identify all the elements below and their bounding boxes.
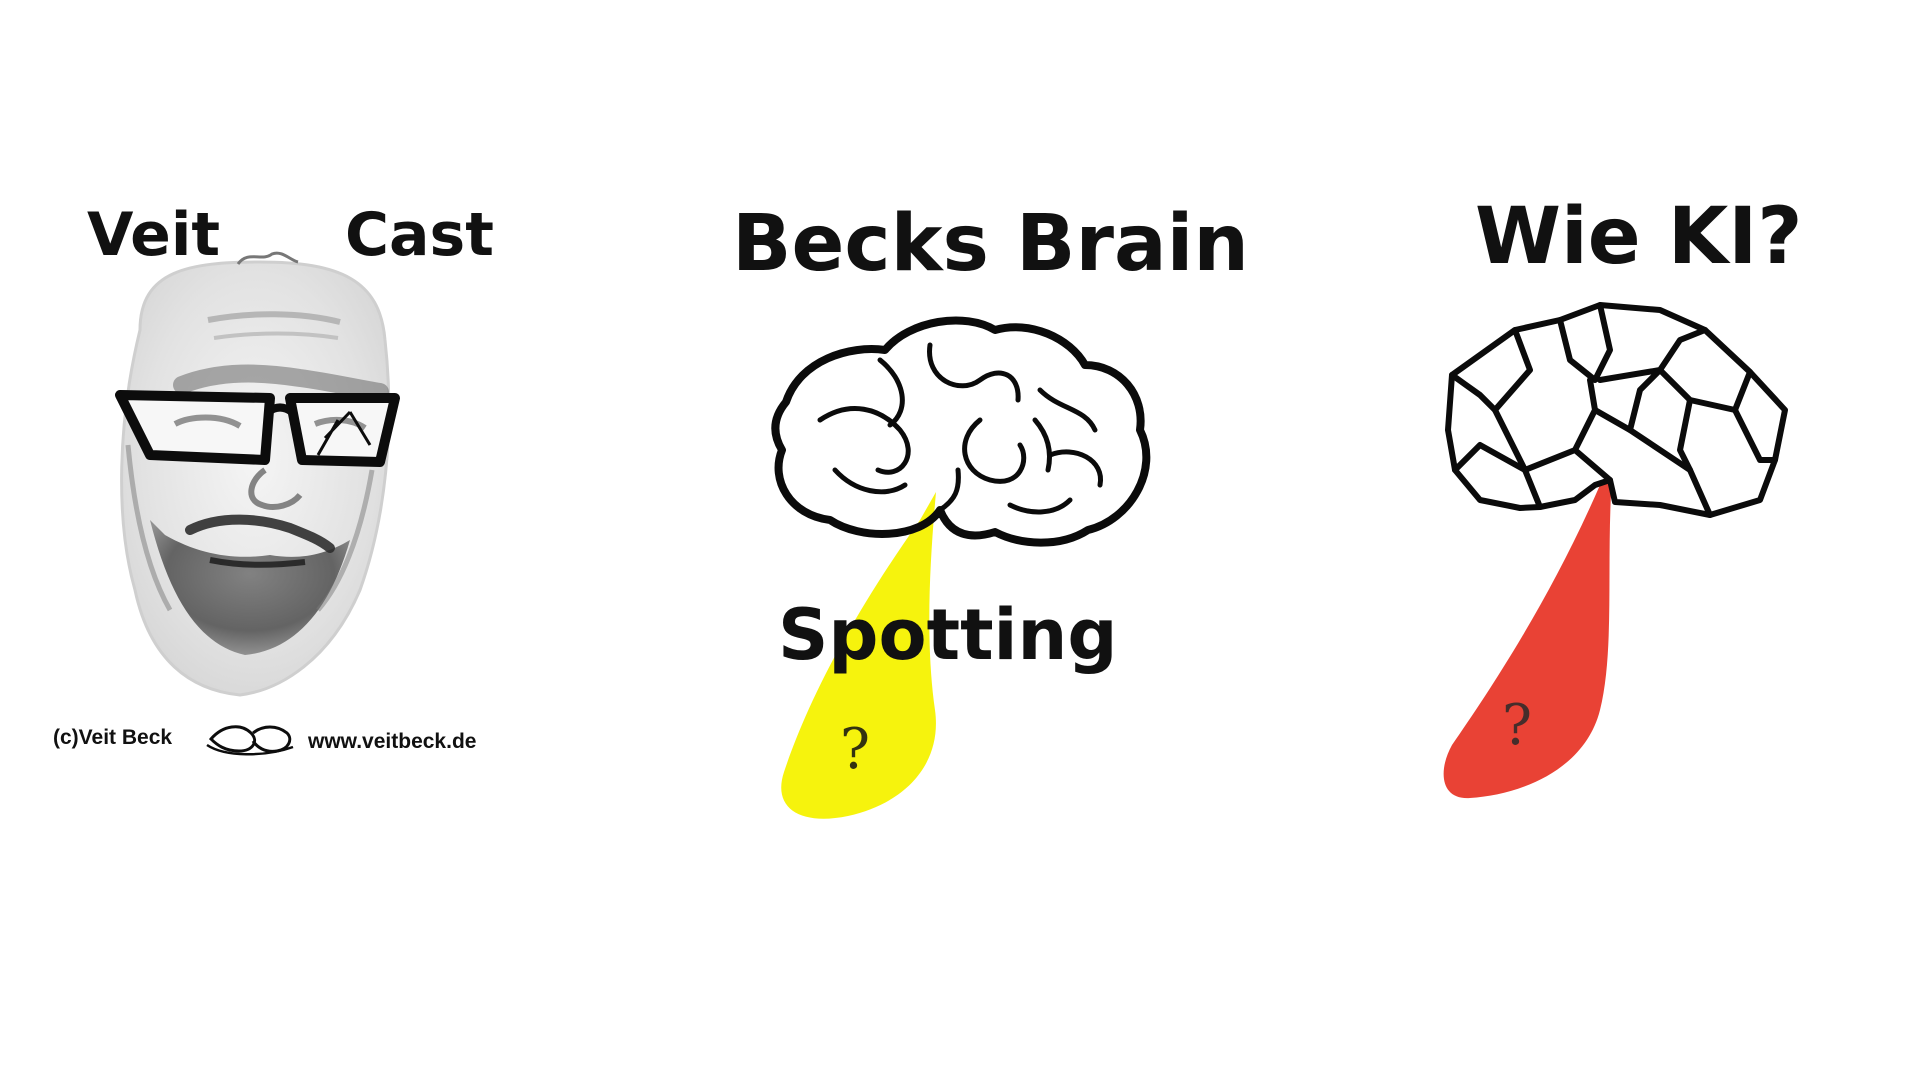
portrait-sketch bbox=[115, 251, 400, 697]
cast-title: Cast bbox=[345, 200, 494, 270]
copyright-text: (c)Veit Beck bbox=[53, 726, 173, 749]
veit-title: Veit bbox=[87, 200, 221, 270]
polygon-brain-icon bbox=[1445, 302, 1788, 518]
spotting-subtitle: Spotting bbox=[778, 594, 1118, 676]
wie-ki-title: Wie KI? bbox=[1475, 192, 1803, 282]
beard bbox=[150, 520, 350, 655]
glasses-icon bbox=[115, 390, 400, 467]
becks-brain-title: Becks Brain bbox=[732, 199, 1249, 289]
website-text: www.veitbeck.de bbox=[308, 730, 477, 753]
yellow-question-mark-icon: ? bbox=[840, 717, 871, 782]
brain-icon bbox=[771, 316, 1151, 547]
moustache bbox=[185, 514, 335, 553]
face-sketch-strokes bbox=[125, 444, 375, 612]
forehead-line bbox=[207, 311, 341, 325]
red-spotlight bbox=[1443, 478, 1612, 799]
mouth-line bbox=[209, 557, 306, 568]
brow-shadow bbox=[173, 364, 389, 401]
signature-glasses-icon bbox=[206, 725, 294, 756]
red-question-mark-icon: ? bbox=[1502, 693, 1533, 758]
nose-shading bbox=[248, 467, 303, 510]
forehead-line bbox=[213, 331, 339, 340]
hair-tuft bbox=[236, 251, 299, 265]
